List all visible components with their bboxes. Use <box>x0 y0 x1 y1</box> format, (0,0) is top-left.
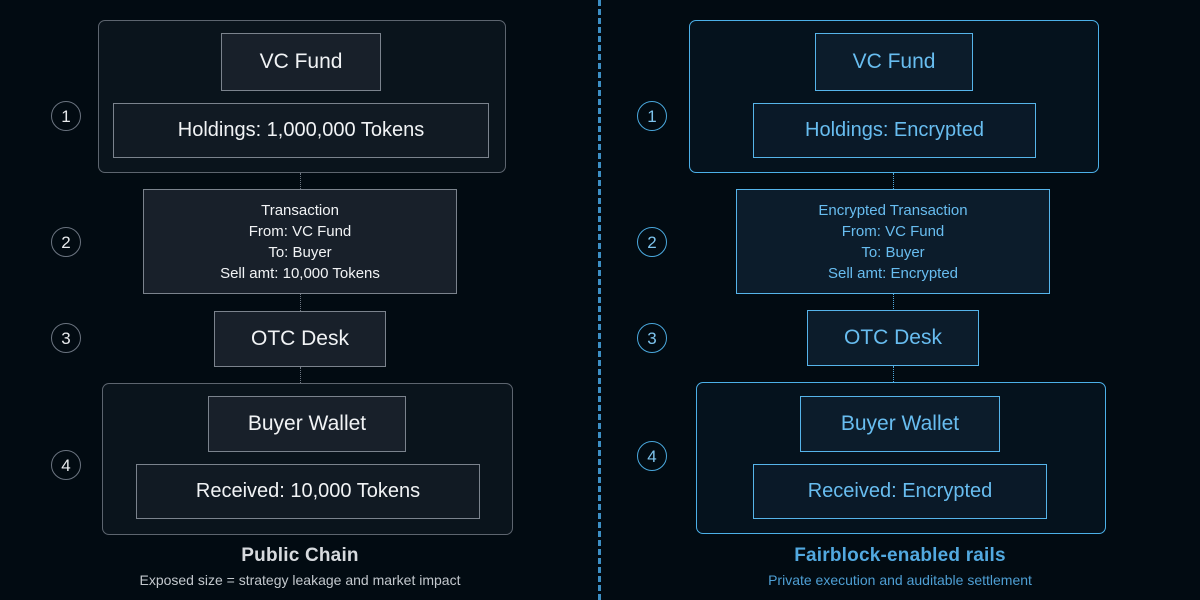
node-otc-desk-label: OTC Desk <box>843 326 942 349</box>
step-number-4-label: 4 <box>61 455 71 475</box>
footer-title: Fairblock-enabled rails <box>794 545 1006 566</box>
node-transaction-line-1: Encrypted Transaction <box>818 201 968 219</box>
node-encrypted-transaction[interactable]: Encrypted Transaction From: VC Fund To: … <box>736 189 1050 294</box>
footer-fairblock-rails: Fairblock-enabled rails Private executio… <box>600 545 1200 588</box>
step-number-3-label: 3 <box>61 328 71 348</box>
connector-1-2 <box>300 173 301 189</box>
node-holdings[interactable]: Holdings: 1,000,000 Tokens <box>113 103 489 158</box>
node-received-label: Received: Encrypted <box>807 480 993 502</box>
connector-2-3 <box>893 294 894 311</box>
step-number-1-label: 1 <box>61 106 71 126</box>
step-number-2: 2 <box>51 227 81 257</box>
node-received[interactable]: Received: 10,000 Tokens <box>136 464 480 519</box>
connector-3-4 <box>300 367 301 383</box>
step-number-4-label: 4 <box>647 446 657 466</box>
step-number-3: 3 <box>51 323 81 353</box>
node-transaction-line-3: To: Buyer <box>268 243 332 261</box>
footer-subtitle: Exposed size = strategy leakage and mark… <box>139 572 461 588</box>
panel-fairblock-rails: 1 2 3 4 VC Fund Holdings: Encrypted Encr… <box>600 0 1200 600</box>
step-number-4: 4 <box>51 450 81 480</box>
connector-1-2 <box>893 173 894 189</box>
node-received-label: Received: 10,000 Tokens <box>195 480 421 502</box>
panel-public-chain: 1 2 3 4 VC Fund Holdings: 1,000,000 Toke… <box>0 20 600 588</box>
step-number-2-label: 2 <box>61 232 71 252</box>
step-number-3: 3 <box>637 323 667 353</box>
step-number-2-label: 2 <box>647 232 657 252</box>
node-buyer-wallet[interactable]: Buyer Wallet <box>208 396 406 452</box>
node-otc-desk[interactable]: OTC Desk <box>807 310 979 366</box>
node-holdings[interactable]: Holdings: Encrypted <box>753 103 1036 158</box>
node-received[interactable]: Received: Encrypted <box>753 464 1047 519</box>
node-buyer-wallet-label: Buyer Wallet <box>840 412 960 435</box>
node-buyer-wallet[interactable]: Buyer Wallet <box>800 396 1000 452</box>
footer-public-chain: Public Chain Exposed size = strategy lea… <box>0 545 600 588</box>
node-transaction-line-2: From: VC Fund <box>248 222 352 240</box>
step-number-1-label: 1 <box>647 106 657 126</box>
footer-subtitle: Private execution and auditable settleme… <box>768 572 1032 588</box>
node-holdings-label: Holdings: Encrypted <box>805 119 984 141</box>
node-otc-desk-label: OTC Desk <box>250 327 349 350</box>
step-number-1: 1 <box>51 101 81 131</box>
node-holdings-label: Holdings: 1,000,000 Tokens <box>177 119 425 141</box>
node-vc-fund[interactable]: VC Fund <box>221 33 381 91</box>
node-vc-fund[interactable]: VC Fund <box>815 33 973 91</box>
panel-divider <box>598 0 601 600</box>
node-transaction[interactable]: Transaction From: VC Fund To: Buyer Sell… <box>143 189 457 294</box>
step-number-2: 2 <box>637 227 667 257</box>
footer-title: Public Chain <box>241 545 359 566</box>
node-vc-fund-label: VC Fund <box>852 50 936 73</box>
node-transaction-line-2: From: VC Fund <box>841 222 945 240</box>
node-transaction-line-4: Sell amt: Encrypted <box>827 264 959 282</box>
step-number-1: 1 <box>637 101 667 131</box>
node-transaction-line-1: Transaction <box>261 201 339 219</box>
node-otc-desk[interactable]: OTC Desk <box>214 311 386 367</box>
node-buyer-wallet-label: Buyer Wallet <box>247 412 367 435</box>
node-transaction-line-3: To: Buyer <box>861 243 925 261</box>
connector-3-4 <box>893 366 894 382</box>
connector-2-3 <box>300 294 301 311</box>
node-transaction-line-4: Sell amt: 10,000 Tokens <box>220 264 380 282</box>
node-vc-fund-label: VC Fund <box>259 50 343 73</box>
step-number-3-label: 3 <box>647 328 657 348</box>
step-number-4: 4 <box>637 441 667 471</box>
